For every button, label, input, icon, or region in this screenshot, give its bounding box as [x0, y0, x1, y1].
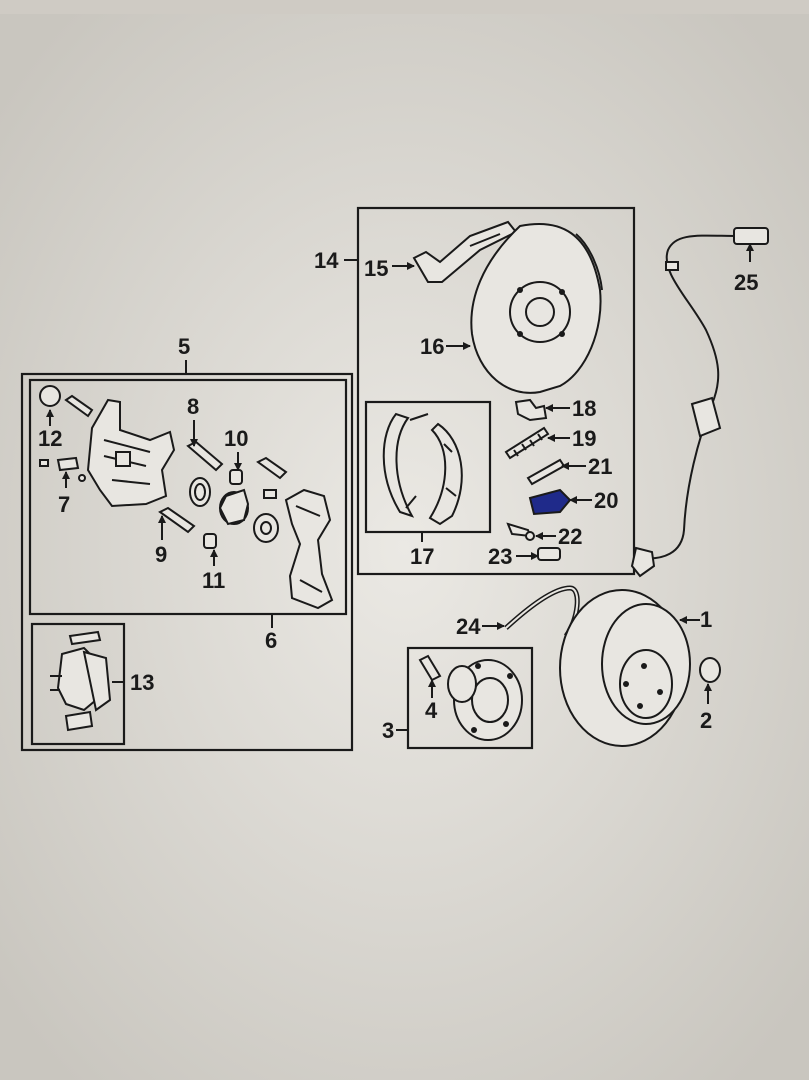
pad-kit-box	[30, 622, 126, 746]
callout-21: 21	[588, 454, 612, 479]
caliper-group	[20, 360, 354, 752]
parking-brake-box	[356, 206, 636, 576]
callout-22: 22	[558, 524, 582, 549]
callout-12: 12	[38, 426, 62, 451]
abs-sensor-wire	[630, 227, 769, 578]
callout-5: 5	[178, 334, 190, 359]
hub-box	[406, 646, 534, 750]
callout-25: 25	[734, 270, 758, 295]
callout-13: 13	[130, 670, 154, 695]
pin-boot-10	[229, 469, 243, 485]
callout-24: 24	[456, 614, 481, 639]
callout-7: 7	[58, 492, 70, 517]
piston	[218, 488, 250, 526]
caliper-bolt	[64, 394, 94, 418]
caliper-inner-box	[28, 378, 348, 616]
callout-14: 14	[314, 248, 339, 273]
callout-11: 11	[202, 568, 225, 593]
bleeder-screw	[39, 456, 86, 482]
browser-bar-fragment	[0, 0, 809, 14]
parking-brake-group	[344, 206, 636, 576]
callout-numbers: 1 2 3 4 5 6 7 8 9 10 11 12 13 14 15 16 1…	[38, 248, 758, 743]
brake-rotor	[559, 589, 700, 747]
shoe-box	[364, 400, 492, 534]
wheel-hub	[447, 659, 523, 741]
hub-cap	[699, 657, 721, 704]
paper-background	[0, 14, 809, 1080]
pin-boot-11	[203, 533, 217, 549]
callout-9: 9	[155, 542, 167, 567]
callout-3: 3	[382, 718, 394, 743]
callout-8: 8	[187, 394, 199, 419]
wheel-stud	[418, 654, 442, 682]
caliper-body	[86, 398, 176, 508]
callout-17: 17	[410, 544, 434, 569]
callout-19: 19	[572, 426, 596, 451]
guide-pin-9	[158, 506, 196, 534]
hub-group	[396, 646, 534, 750]
callout-6: 6	[265, 628, 277, 653]
parking-brake-shoes	[382, 412, 463, 526]
callout-18: 18	[572, 396, 596, 421]
callout-20: 20	[594, 488, 618, 513]
bleeder-cap	[39, 385, 61, 407]
callout-16: 16	[420, 334, 444, 359]
callout-15: 15	[364, 256, 388, 281]
callout-2: 2	[700, 708, 712, 733]
caliper-bracket	[284, 488, 334, 610]
callout-4: 4	[425, 698, 438, 723]
brake-pad-kit	[50, 630, 112, 732]
callout-23: 23	[488, 544, 512, 569]
callout-10: 10	[224, 426, 248, 451]
parking-lever	[412, 220, 518, 283]
callout-1: 1	[700, 607, 712, 632]
backing-plate	[470, 222, 603, 394]
bracket-bolt	[256, 456, 288, 480]
adjuster-highlight	[528, 488, 572, 516]
